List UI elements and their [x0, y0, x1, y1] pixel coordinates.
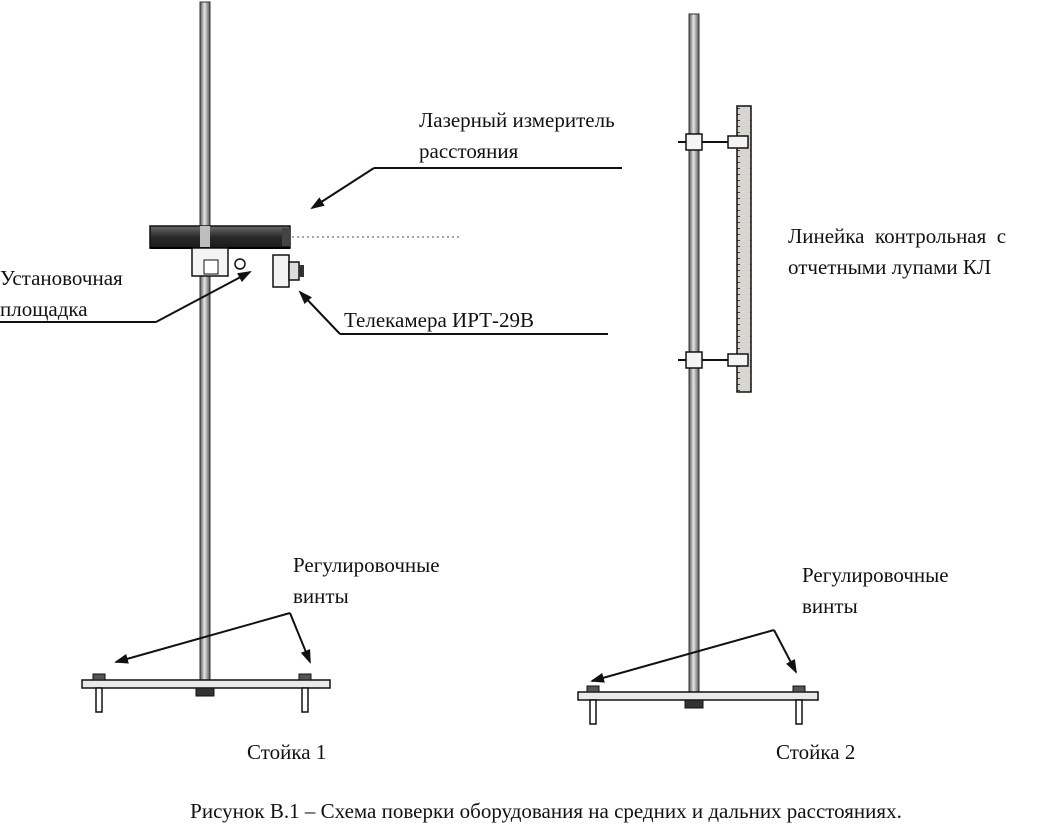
laser-label-line2: расстояния: [419, 139, 519, 163]
figure-caption: Рисунок В.1 – Схема поверки оборудования…: [190, 799, 902, 823]
screws-1-label-line2: винты: [293, 584, 349, 608]
platform-label-line2: площадка: [0, 297, 88, 321]
mounting-platform: [191, 247, 246, 277]
control-ruler: [678, 105, 752, 393]
stand-2-label: Стойка 2: [776, 740, 855, 764]
stand-1-base: [81, 673, 331, 713]
stand-1-label: Стойка 1: [247, 740, 326, 764]
screws-2-label-line1: Регулировочные: [802, 563, 949, 587]
camera-label: Телекамера ИРТ-29В: [344, 308, 534, 332]
screws-2-label-line2: винты: [802, 594, 858, 618]
camera-irt-29v: [272, 254, 304, 288]
laser-label-line1: Лазерный измеритель: [419, 108, 615, 132]
ruler-label-line2: отчетными лупами КЛ: [788, 255, 991, 279]
stand-1-pole: [199, 1, 211, 691]
platform-label-line1: Установочная: [0, 266, 123, 290]
stand-1: [81, 1, 460, 713]
stand-2-base: [577, 685, 819, 725]
stand-2: [577, 13, 819, 725]
ruler-label-line1: Линейка контрольная с: [788, 224, 1006, 248]
laser-meter: [149, 225, 460, 249]
leader-lines: [0, 167, 797, 683]
screws-1-label-line1: Регулировочные: [293, 553, 440, 577]
